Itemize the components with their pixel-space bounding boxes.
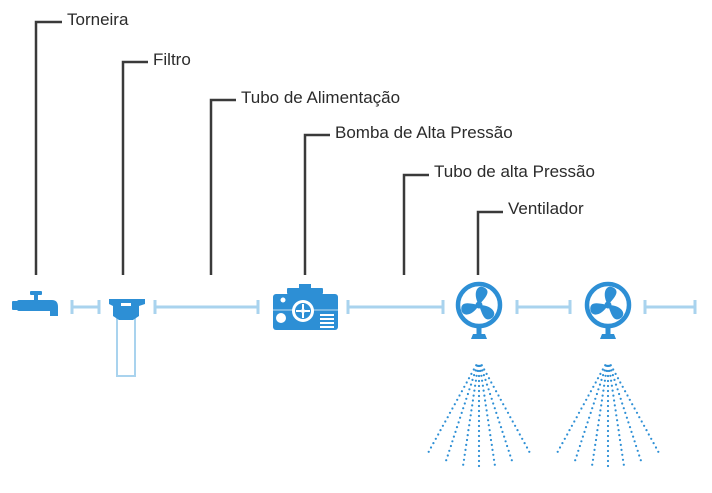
tubo-alimentacao-pipe bbox=[153, 300, 260, 314]
fan-icon bbox=[455, 281, 503, 339]
water-filter-icon bbox=[109, 299, 145, 377]
faucet-icon bbox=[12, 291, 58, 316]
tubo-alta-pressao-pipe bbox=[346, 300, 445, 314]
water-mist-icon bbox=[427, 364, 531, 468]
label-filtro: Filtro bbox=[153, 50, 191, 69]
leader-line-ventilador bbox=[476, 210, 503, 275]
water-mist-icon bbox=[556, 364, 660, 468]
label-bomba: Bomba de Alta Pressão bbox=[335, 123, 513, 142]
leader-line-bomba bbox=[303, 133, 330, 275]
pipe-segment bbox=[70, 300, 101, 314]
label-tubo-alta: Tubo de alta Pressão bbox=[434, 162, 595, 181]
label-torneira: Torneira bbox=[67, 10, 129, 29]
fan-icon bbox=[584, 281, 632, 339]
label-tubo-alimentacao: Tubo de Alimentação bbox=[241, 88, 401, 107]
label-ventilador: Ventilador bbox=[508, 199, 584, 218]
leader-line-torneira bbox=[34, 20, 62, 275]
leader-lines bbox=[34, 20, 503, 275]
pump-vent-grille bbox=[320, 314, 334, 328]
leader-line-tubo-alta bbox=[402, 173, 429, 275]
high-pressure-pump-icon bbox=[273, 284, 338, 330]
pipes bbox=[70, 300, 697, 314]
pipe-segment bbox=[643, 300, 697, 314]
pump-impeller bbox=[296, 304, 310, 318]
pipe-segment bbox=[515, 300, 572, 314]
leader-line-filtro bbox=[121, 60, 148, 275]
leader-line-tubo-alimentacao bbox=[209, 98, 236, 275]
